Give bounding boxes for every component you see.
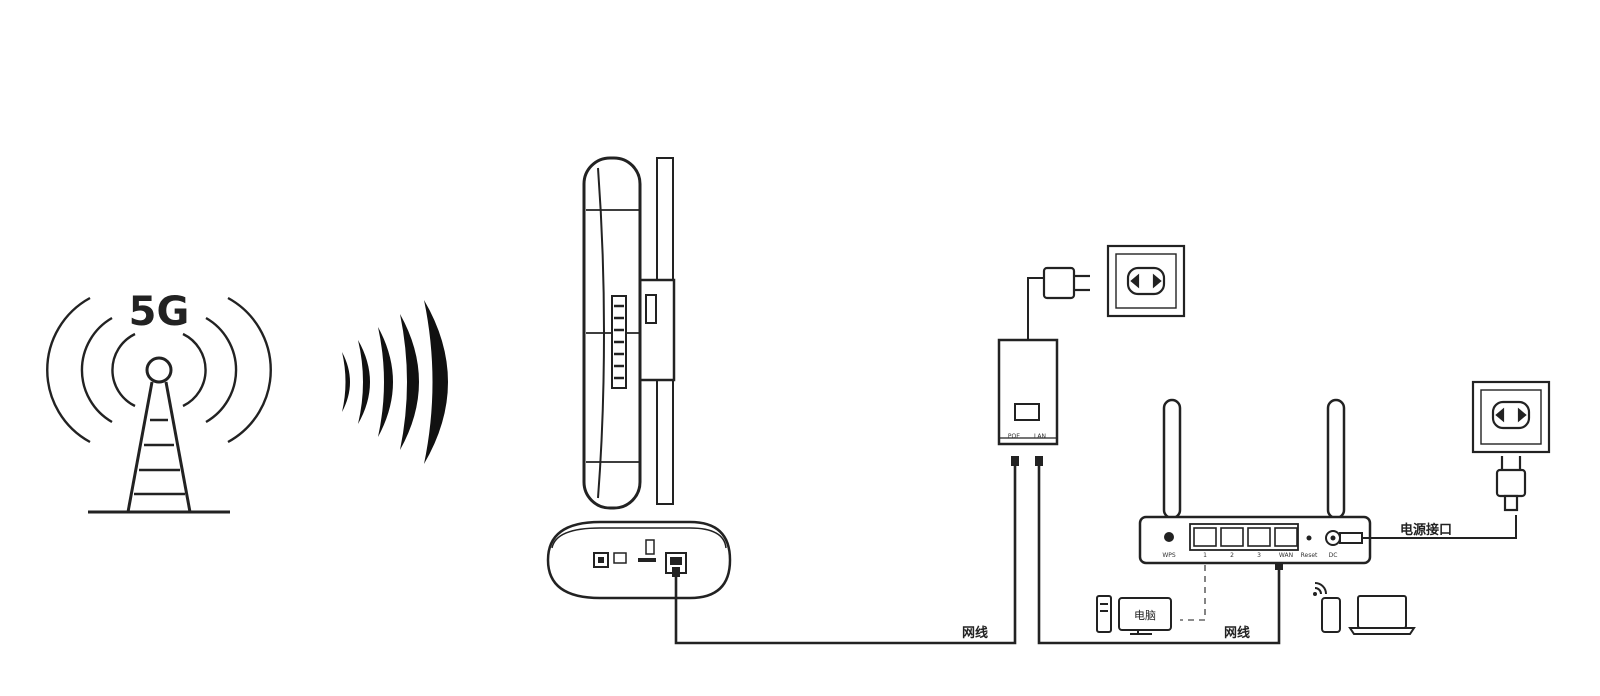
- router-port-3-label: 3: [1257, 552, 1261, 559]
- router-dc-label: DC: [1329, 552, 1338, 559]
- tower-label: 5G: [129, 289, 190, 335]
- router-reset-label: Reset: [1301, 552, 1318, 559]
- poe-adapter: [997, 338, 1059, 446]
- ethernet-cables: [674, 462, 1281, 645]
- power-plug-icon: [1042, 266, 1090, 300]
- cpe-device-side-view: [582, 156, 676, 510]
- rj45-plug-icons: [672, 456, 1283, 577]
- cell-tower-icon: [46, 296, 272, 514]
- router-port-wan-label: WAN: [1279, 552, 1293, 559]
- computer-dashed-link: [1180, 565, 1206, 621]
- poe-power-cord: [1027, 277, 1044, 340]
- cpe-device-bottom-view: [546, 520, 732, 600]
- wifi-router: [1138, 398, 1372, 565]
- power-port-label: 电源接口: [1400, 522, 1452, 538]
- router-port-1-label: 1: [1203, 552, 1207, 559]
- power-plug-2-icon: [1495, 456, 1527, 512]
- desktop-computer-icon: [1096, 595, 1172, 635]
- router-wps-label: WPS: [1162, 552, 1176, 559]
- dc-plug-icon: [1339, 532, 1363, 544]
- lan-port-label: LAN: [1034, 433, 1046, 440]
- cable-label-2: 网线: [1224, 625, 1250, 641]
- computer-label: 电脑: [1134, 609, 1156, 622]
- wireless-signal-waves-icon: [342, 300, 448, 464]
- laptop-icon: [1348, 595, 1416, 635]
- cable-label-1: 网线: [962, 625, 988, 641]
- wifi-signal-icon: [1313, 582, 1327, 596]
- router-port-2-label: 2: [1230, 552, 1234, 559]
- poe-port-label: POE: [1008, 433, 1020, 440]
- wall-outlet-2-icon: [1471, 380, 1551, 454]
- smartphone-icon: [1321, 597, 1341, 633]
- wall-outlet-icon: [1106, 244, 1186, 318]
